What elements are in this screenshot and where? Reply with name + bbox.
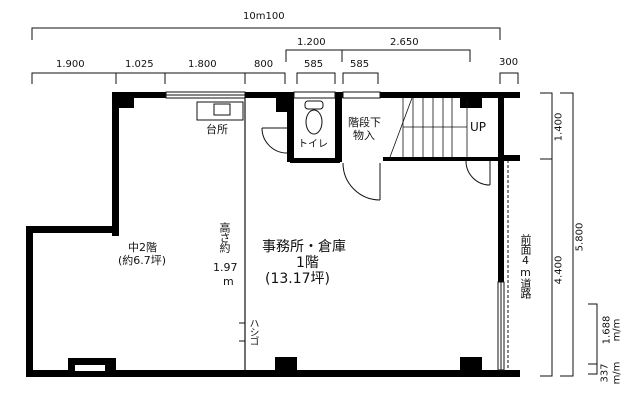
- ladder-label: ハシゴ: [247, 318, 258, 345]
- ceiling-height-label-2: 1.97: [213, 261, 238, 274]
- dim-1800: 1.800: [188, 59, 217, 70]
- dim-5800: 5.800: [574, 222, 586, 252]
- kitchen-label: 台所: [206, 123, 228, 136]
- dim-337: 337: [599, 363, 611, 383]
- mezzanine-label-1: 中2階: [128, 241, 157, 254]
- overall-width-label: 10m100: [243, 11, 285, 22]
- main-room-label-2: 1階: [296, 255, 319, 271]
- dim-1688-unit: m/m: [611, 318, 623, 342]
- main-room-label-1: 事務所・倉庫: [262, 239, 346, 255]
- dim-337-unit: m/m: [611, 361, 623, 385]
- dim-1900: 1.900: [56, 59, 85, 70]
- storage-label-1: 階段下: [348, 116, 381, 129]
- stairs: [389, 97, 468, 158]
- toilet-fixture: [304, 100, 324, 135]
- dim-585-b: 585: [350, 59, 370, 70]
- dim-300: 300: [499, 57, 519, 68]
- mezzanine-label-2: (約6.7坪): [118, 254, 167, 267]
- ceiling-height-label-1: 高さ約: [218, 222, 231, 252]
- main-room-label-3: (13.17坪): [265, 271, 331, 287]
- dim-2650: 2.650: [390, 37, 419, 48]
- kitchen-counter: [196, 101, 244, 121]
- storage-label-2: 物入: [353, 129, 375, 142]
- stairs-up-label: UP: [470, 120, 487, 134]
- road-label: 前面4m道路: [519, 234, 532, 298]
- dim-4400: 4.400: [553, 255, 565, 285]
- walls: [26, 92, 520, 377]
- dimension-lines: [31, 27, 598, 377]
- windows: [165, 91, 509, 371]
- doors: [261, 127, 491, 201]
- dim-1400: 1.400: [553, 112, 565, 142]
- dim-1200: 1.200: [297, 37, 326, 48]
- dim-1025: 1.025: [125, 59, 154, 70]
- dim-585-a: 585: [304, 59, 324, 70]
- ceiling-height-label-3: m: [223, 275, 234, 288]
- dim-800: 800: [254, 59, 274, 70]
- toilet-label: トイレ: [298, 139, 328, 150]
